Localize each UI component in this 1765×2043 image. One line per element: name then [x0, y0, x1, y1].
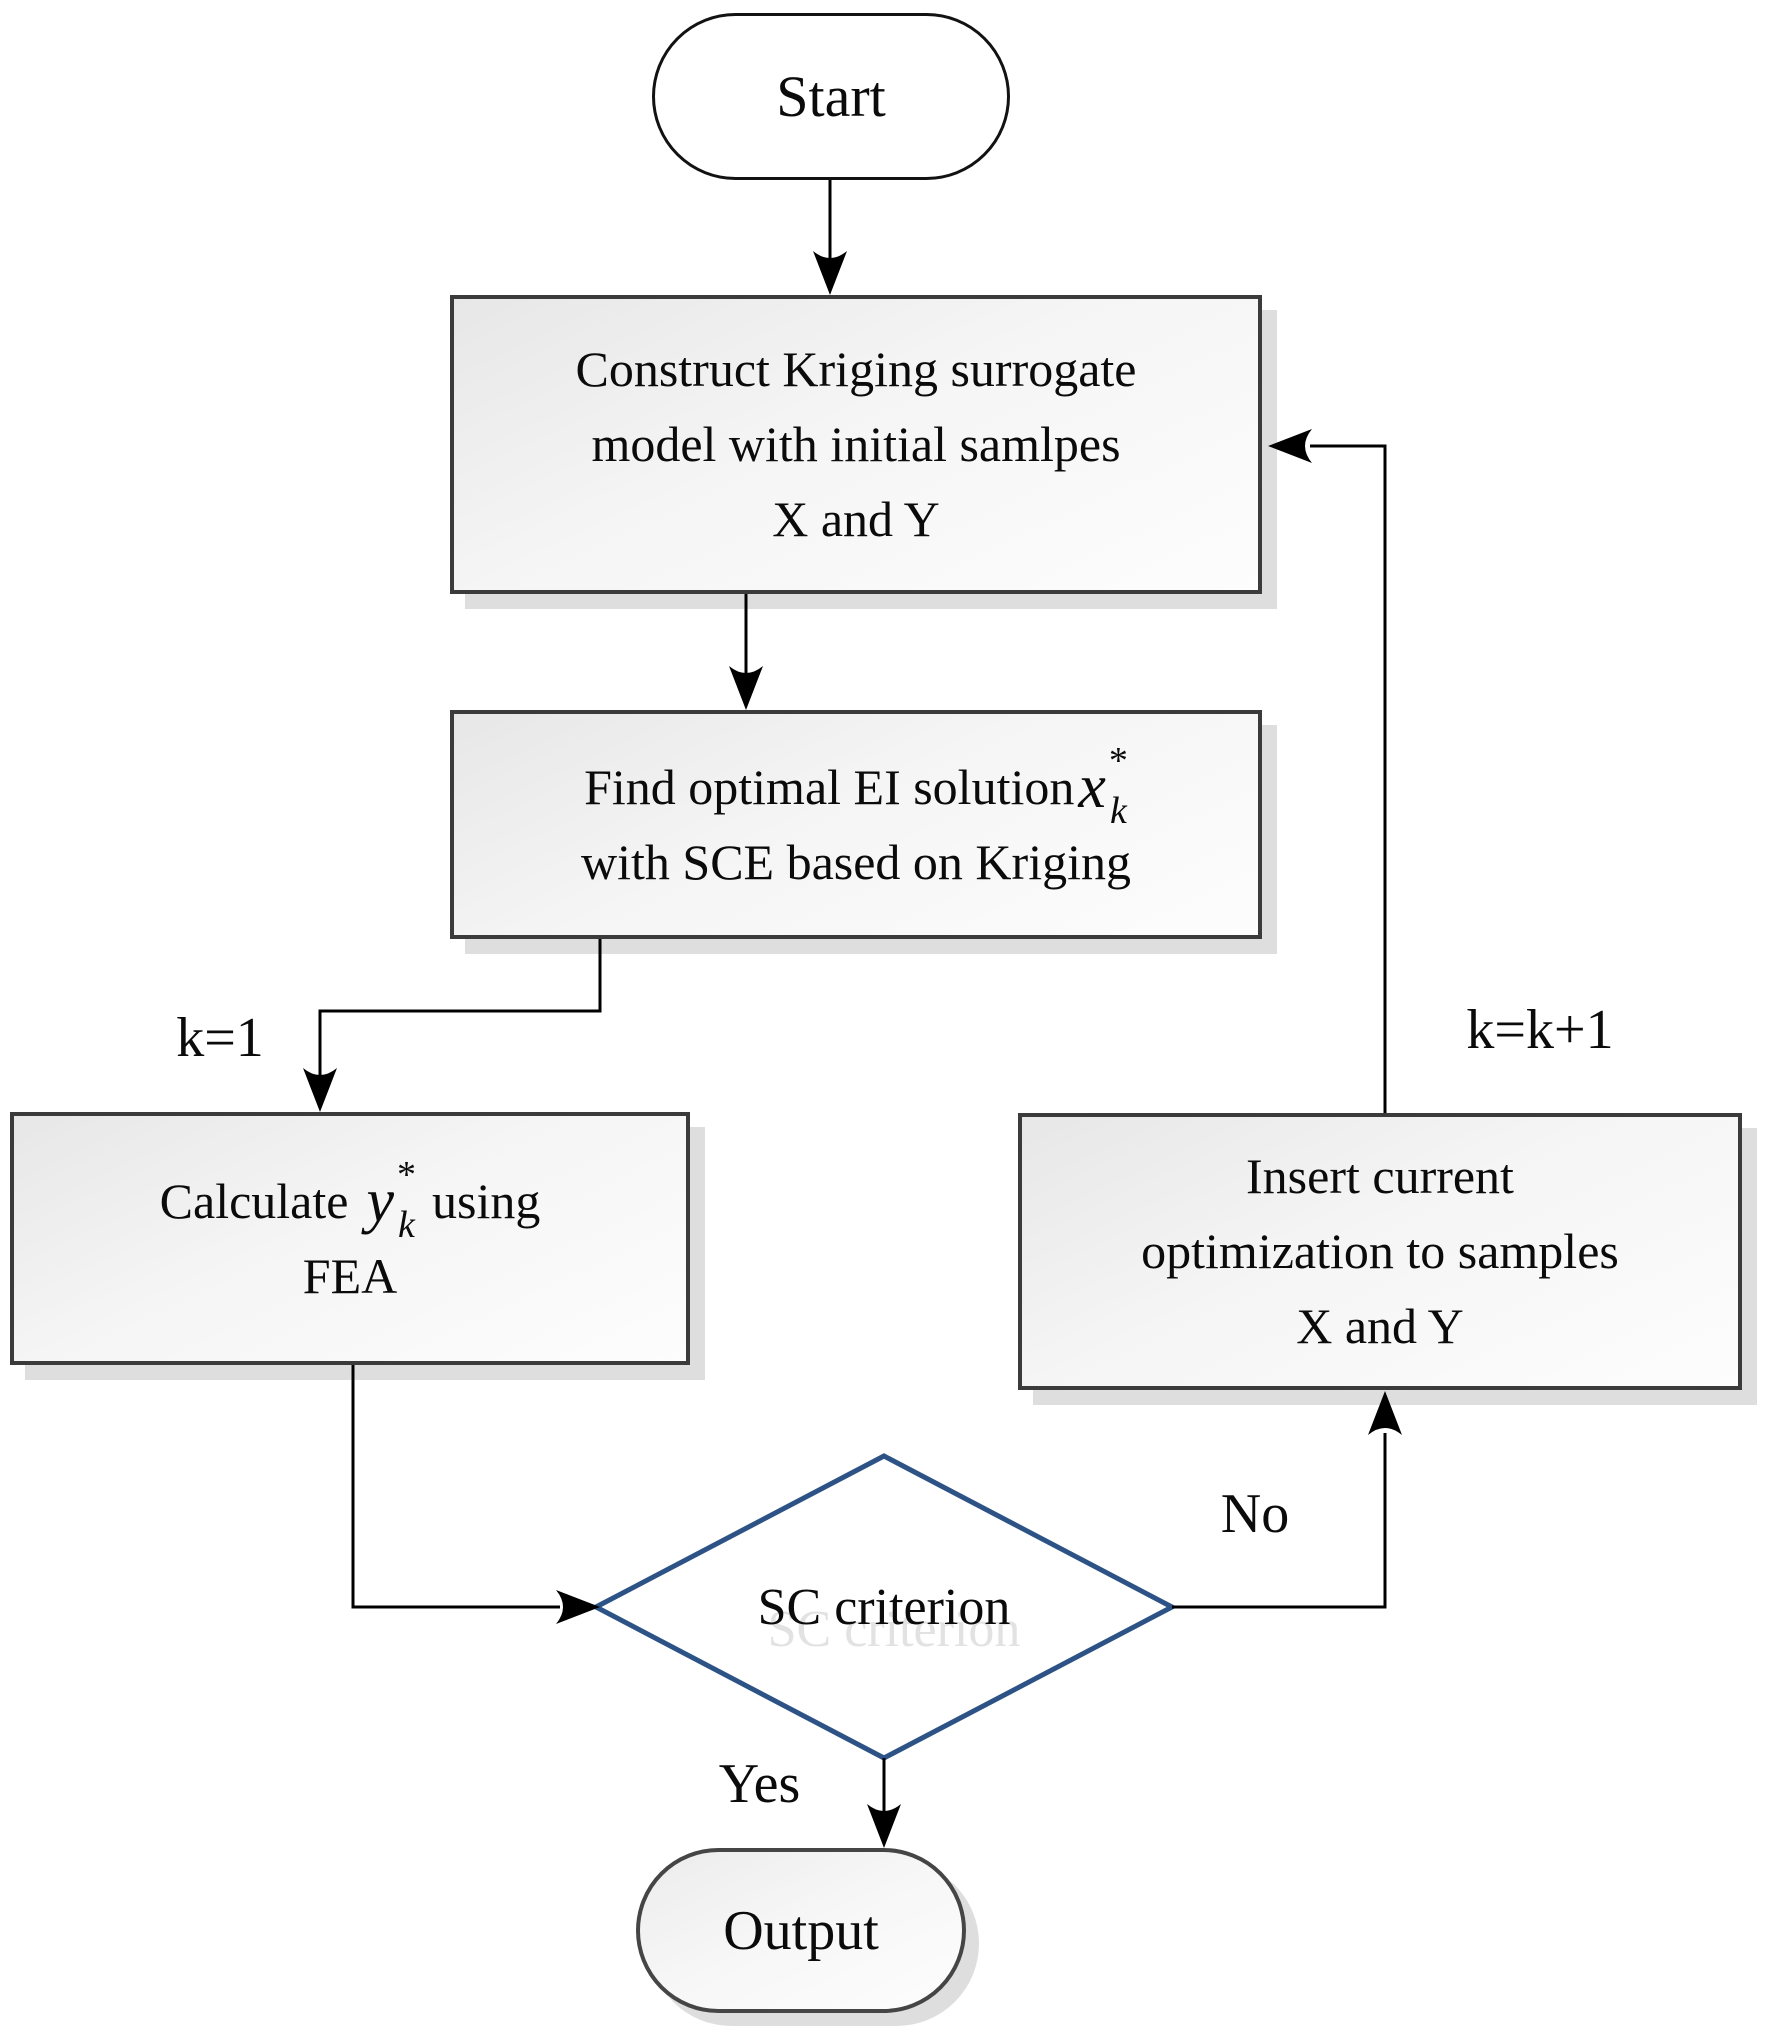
formula-base: x	[1078, 753, 1106, 821]
start-label: Start	[776, 64, 886, 129]
connector-calculate-to-decision	[351, 1365, 600, 1624]
connector-construct-to-find	[729, 594, 763, 710]
node-output: Output	[636, 1848, 966, 2013]
arrowhead-right	[556, 1590, 600, 1624]
formula-superscript: *	[1108, 740, 1128, 782]
box-line: optimization to samples	[1141, 1223, 1619, 1279]
box-line: Calculate y * k using	[159, 1156, 541, 1244]
node-sc-criterion-label: SC criterion	[757, 1578, 1011, 1636]
formula-subscript: k	[1109, 790, 1127, 832]
formula-superscript: *	[396, 1154, 416, 1196]
arrowhead-up	[1368, 1391, 1402, 1435]
box-line: X and Y	[772, 491, 940, 547]
edge-label-k-init: k=1	[176, 1007, 264, 1069]
box-line: X and Y	[1296, 1298, 1464, 1354]
connector-decision-to-output-yes	[867, 1758, 901, 1848]
node-insert-samples: Insert current optimization to samples X…	[1018, 1113, 1742, 1390]
formula-x-star-k: x * k	[1078, 742, 1128, 830]
arrowhead-down	[729, 666, 763, 710]
formula-base: y	[366, 1167, 394, 1235]
arrowhead-down	[867, 1804, 901, 1848]
calculate-line1-prefix: Calculate	[159, 1172, 349, 1229]
edge-label-no: No	[1220, 1483, 1290, 1545]
box-line: FEA	[302, 1247, 398, 1304]
connector-start-to-construct	[813, 180, 847, 295]
find-line1-text: Find optimal EI solution	[584, 758, 1075, 815]
connector-find-to-calculate	[303, 939, 602, 1112]
arrowhead-down	[303, 1068, 337, 1112]
node-construct-model: Construct Kriging surrogate model with i…	[450, 295, 1262, 594]
edge-label-k-increment: k=k+1	[1466, 999, 1614, 1061]
edge-label-yes: Yes	[718, 1753, 801, 1815]
connector-insert-to-construct-feedback	[1268, 429, 1387, 1113]
node-start: Start	[652, 13, 1010, 180]
arrowhead-left	[1268, 429, 1312, 463]
box-line: Find optimal EI solution x * k	[584, 742, 1128, 830]
box-line: with SCE based on Kriging	[581, 833, 1131, 890]
formula-subscript: k	[398, 1204, 415, 1246]
box-line: model with initial samlpes	[591, 416, 1121, 472]
box-line: Insert current	[1246, 1148, 1514, 1204]
formula-y-star-k: y * k	[366, 1156, 416, 1244]
box-line: Construct Kriging surrogate	[575, 341, 1137, 397]
output-label: Output	[723, 1899, 879, 1962]
node-calculate-fea: Calculate y * k using FEA	[10, 1112, 690, 1365]
arrowhead-down	[813, 251, 847, 295]
node-find-ei-solution: Find optimal EI solution x * k with SCE …	[450, 710, 1262, 939]
calculate-line1-suffix: using	[431, 1172, 541, 1229]
